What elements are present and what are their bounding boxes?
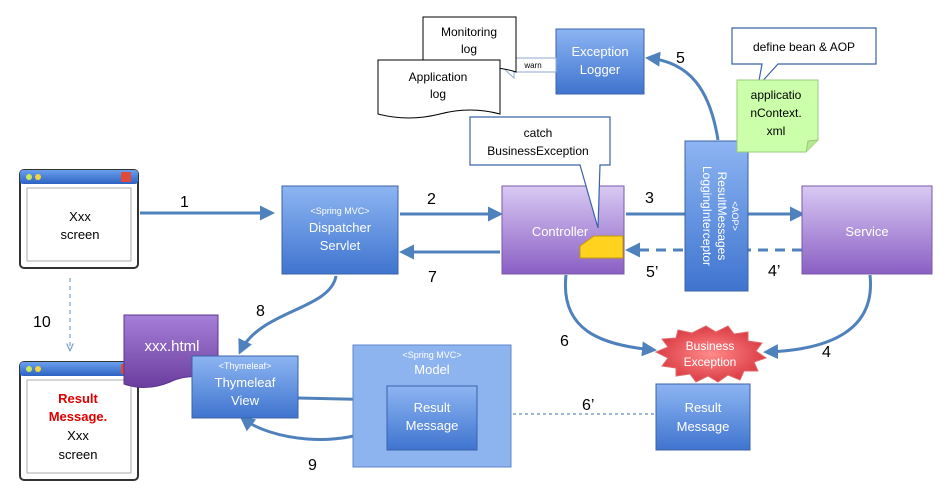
dispatcher-line1: Dispatcher	[309, 220, 372, 235]
window-xxx-screen: Xxx screen	[19, 169, 139, 269]
application-log-line1: Application	[409, 70, 468, 84]
step-9: 9	[308, 457, 317, 474]
define-label: define bean & AOP	[753, 40, 855, 54]
screen-line1: Xxx	[69, 209, 91, 224]
exception-logger-box: Exception Logger	[555, 28, 645, 95]
arrow-8	[238, 275, 338, 355]
window-dot-icon	[26, 366, 32, 372]
monitoring-log-line2: log	[461, 42, 477, 56]
arrow-6	[563, 274, 657, 357]
step-6p: 6’	[582, 397, 594, 414]
step-4p: 4’	[768, 263, 780, 280]
logging-interceptor-box: <AOP> ResultMessages LoggingInterceptor	[684, 140, 749, 292]
application-log-document: Application log	[377, 59, 501, 119]
step-8: 8	[256, 303, 265, 320]
model-container: <Spring MVC> Model Result Message	[352, 344, 512, 468]
service-box: Service	[801, 185, 933, 275]
application-context-note: applicatio nContext. xml	[736, 79, 819, 153]
model-tag: <Spring MVC>	[402, 350, 461, 360]
interceptor-line2: LoggingInterceptor	[700, 166, 714, 266]
warn-label: warn	[523, 61, 541, 70]
step-5: 5	[676, 50, 685, 67]
step-6: 6	[560, 333, 569, 350]
result-line2: Message.	[49, 409, 108, 424]
thymeleaf-line2: View	[231, 393, 260, 408]
burst-line2: Exception	[684, 355, 737, 369]
business-exception-burst: Business Exception	[654, 325, 768, 383]
catch-line1: catch	[524, 126, 553, 140]
dispatcher-servlet-box: <Spring MVC> Dispatcher Servlet	[281, 185, 399, 275]
service-label: Service	[845, 224, 888, 239]
model-label: Model	[414, 362, 450, 377]
result-line4: screen	[58, 447, 97, 462]
step-2: 2	[427, 191, 436, 208]
result-message-line1: Result	[685, 400, 722, 415]
thymeleaf-line1: Thymeleaf	[215, 375, 276, 390]
catch-line2: BusinessException	[487, 144, 588, 158]
result-message-line2: Message	[677, 419, 730, 434]
interceptor-line1: ResultMessages	[715, 172, 729, 261]
logger-line1: Exception	[571, 44, 628, 59]
arrow-4	[763, 274, 873, 360]
catch-callout: catch BusinessException	[469, 116, 611, 229]
note-line2: nContext.	[750, 106, 801, 120]
controller-label: Controller	[532, 224, 589, 239]
model-result-line2: Message	[406, 418, 459, 433]
application-log-line2: log	[430, 87, 446, 101]
dispatcher-line2: Servlet	[320, 238, 361, 253]
step-3: 3	[645, 190, 654, 207]
screen-line2: screen	[60, 227, 99, 242]
burst-line1: Business	[686, 339, 735, 353]
result-message-box: Result Message	[655, 383, 751, 451]
thymeleaf-tag: <Thymeleaf>	[219, 361, 272, 371]
step-7: 7	[428, 269, 437, 286]
catch-pentagon-icon	[579, 235, 624, 259]
result-line1: Result	[58, 391, 98, 406]
model-result-line1: Result	[414, 400, 451, 415]
arrow-5	[645, 51, 720, 141]
dispatcher-tag: <Spring MVC>	[310, 206, 369, 216]
step-4: 4	[822, 344, 831, 361]
monitoring-log-line1: Monitoring	[441, 25, 497, 39]
window-close-icon	[121, 172, 131, 182]
window-dot-icon	[26, 174, 32, 180]
step-5p: 5’	[646, 264, 658, 281]
controller-box: Controller	[501, 185, 625, 275]
thymeleaf-view-box: <Thymeleaf> Thymeleaf View	[191, 355, 299, 419]
interceptor-tag: <AOP>	[730, 201, 740, 231]
window-result-screen: Result Message. Xxx screen	[19, 361, 139, 481]
step-10: 10	[33, 314, 51, 331]
window-dot-icon	[35, 174, 41, 180]
window-dot-icon	[35, 366, 41, 372]
define-callout: define bean & AOP	[731, 27, 877, 88]
step-numbers: 1 2 3 4 4’ 5 5’ 6 6’ 7 8 9 10	[33, 50, 831, 474]
note-line1: applicatio	[751, 88, 802, 102]
note-line3: xml	[767, 124, 786, 138]
step-1: 1	[180, 194, 189, 211]
template-label: xxx.html	[144, 338, 199, 355]
result-line3: Xxx	[67, 428, 89, 443]
logger-line2: Logger	[580, 62, 621, 77]
